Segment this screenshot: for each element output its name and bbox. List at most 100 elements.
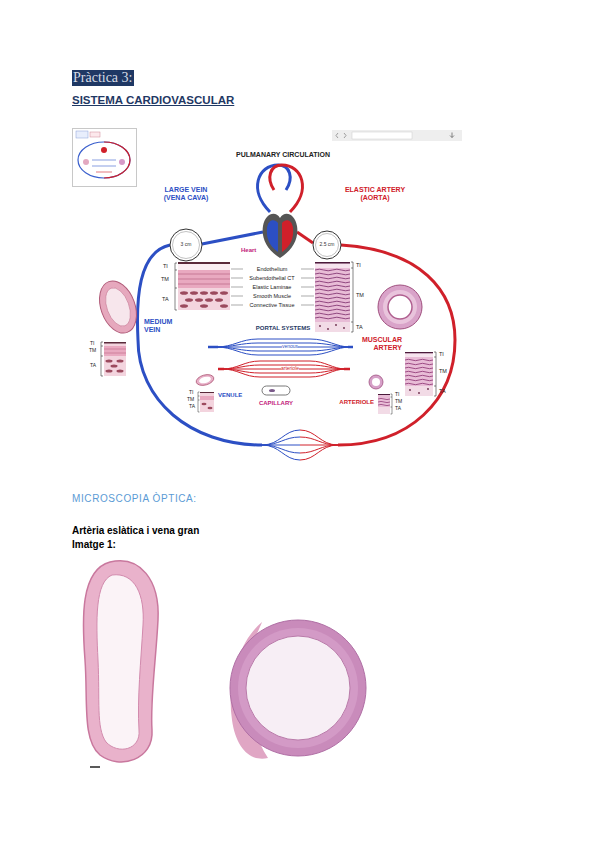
vessel-name: MUSCULAR ARTERY bbox=[358, 336, 402, 351]
diagram-heading: PULMANARY CIRCULATION bbox=[236, 151, 330, 159]
vessel-cross-section: MEDIUM VEIN bbox=[92, 276, 181, 338]
vein-wall-layers bbox=[200, 304, 208, 308]
layer-abbr: TI bbox=[439, 351, 444, 357]
venule-wall-layers bbox=[200, 392, 214, 393]
layer-abbr: TA bbox=[162, 296, 169, 302]
heart-outline bbox=[263, 214, 298, 258]
circulation-loop bbox=[297, 232, 313, 243]
histology-vein bbox=[83, 561, 158, 762]
artery-wall-layers bbox=[327, 328, 329, 330]
muscular-artery-wall-layers bbox=[405, 352, 436, 396]
vessel-cross-section: CAPILLARY bbox=[250, 384, 303, 412]
vessel-lumen bbox=[372, 378, 380, 386]
thumbnail bbox=[96, 172, 112, 173]
vessel-cross-section: ARTERIOLE bbox=[330, 372, 384, 410]
histology-artery bbox=[246, 636, 350, 740]
medium-vein-wall-layers bbox=[104, 342, 126, 344]
artery-wall-layers bbox=[315, 262, 350, 332]
artery-wall-layers bbox=[335, 324, 337, 326]
node-shape bbox=[92, 276, 180, 338]
muscular-artery-wall-layers bbox=[418, 392, 420, 394]
medium-vein-wall-layers bbox=[101, 342, 126, 376]
medium-vein-wall-layers bbox=[101, 342, 103, 376]
vein-wall-layers bbox=[195, 298, 203, 302]
vessel-name: ARTERIOLE bbox=[330, 399, 374, 406]
vein-wall-layers bbox=[190, 291, 198, 295]
histology-artery bbox=[230, 620, 366, 759]
vein-wall-layers bbox=[178, 262, 230, 264]
layer-abbr: TM bbox=[187, 397, 194, 403]
circulation-loop bbox=[338, 245, 455, 445]
venule-wall-layers bbox=[200, 392, 214, 412]
vessel-lumen bbox=[388, 295, 412, 319]
endothelial-nucleus bbox=[269, 389, 275, 392]
arteriole-wall-layers bbox=[378, 407, 390, 414]
thumbnail bbox=[101, 147, 107, 153]
layer-abbr: TI bbox=[189, 390, 193, 396]
vessel-wall bbox=[93, 276, 143, 338]
muscular-artery-wall-layers bbox=[405, 354, 433, 358]
medium-vein-wall-layers bbox=[117, 370, 124, 373]
layer-abbr: TI bbox=[90, 341, 94, 347]
vessel-wall bbox=[369, 375, 383, 389]
vein-wall-layers bbox=[220, 291, 228, 295]
portal-arterial-network bbox=[218, 361, 350, 377]
thumbnail bbox=[119, 159, 125, 165]
vessel-outline bbox=[313, 231, 341, 259]
vessel-media bbox=[383, 290, 417, 324]
vein-wall-layers bbox=[210, 291, 218, 295]
muscular-artery-wall-layers bbox=[405, 352, 433, 354]
arteriole-wall-layers bbox=[378, 398, 390, 405]
vessel-cross-section: LARGE VEIN (VENA CAVA)3 cm bbox=[155, 186, 218, 264]
layer-abbr: TM bbox=[356, 292, 364, 298]
thumbnail bbox=[73, 129, 137, 187]
layer-leader-lines bbox=[301, 269, 314, 305]
venule-wall-layers bbox=[200, 396, 214, 400]
vein-wall-layers bbox=[220, 304, 228, 308]
heart-left-side bbox=[282, 220, 293, 252]
venule-wall-layers bbox=[202, 403, 207, 405]
network-label: venous bbox=[282, 344, 298, 350]
layer-leader-lines bbox=[231, 269, 314, 305]
node-shape bbox=[250, 384, 302, 412]
vein-wall-layers bbox=[200, 291, 208, 295]
artery-wall-layers bbox=[315, 269, 350, 319]
artery-wall-layers bbox=[351, 262, 353, 332]
viewer-toolbar bbox=[336, 133, 346, 138]
thumbnail bbox=[73, 129, 137, 187]
layer-abbr: TA bbox=[439, 388, 446, 394]
layer-leader-lines bbox=[231, 269, 243, 305]
medium-vein-wall-layers bbox=[117, 360, 124, 363]
section-heading: PORTAL SYSTEMS bbox=[256, 325, 310, 332]
histology-vein bbox=[97, 575, 143, 749]
vessel-lumen bbox=[173, 232, 200, 259]
vessel-name: CAPILLARY bbox=[250, 400, 302, 407]
organ-name: Heart bbox=[241, 247, 263, 254]
muscular-artery-wall-layers bbox=[409, 389, 411, 391]
layer-abbr: TM bbox=[161, 276, 169, 282]
layer-name: Subendothelial CT bbox=[249, 275, 294, 281]
muscular-artery-wall-layers bbox=[405, 352, 433, 396]
layer-abbr: TM bbox=[89, 348, 96, 354]
vessel-wall bbox=[378, 285, 422, 329]
layer-name: Smooth Muscle bbox=[253, 293, 291, 299]
vein-wall-layers bbox=[178, 262, 230, 310]
layer-abbr: TI bbox=[356, 262, 361, 268]
vein-wall-layers bbox=[215, 298, 223, 302]
vein-wall-layers bbox=[178, 264, 230, 270]
layer-abbr: TM bbox=[395, 399, 402, 405]
subsection-heading: Artèria eslàtica i vena gran bbox=[72, 525, 199, 536]
thumbnail bbox=[76, 131, 88, 138]
diameter-label: 3 cm bbox=[172, 242, 200, 248]
vessel-wall bbox=[262, 386, 290, 395]
capillary-bed bbox=[300, 430, 338, 460]
arteriole-wall-layers bbox=[378, 394, 390, 395]
circulation-loop bbox=[202, 232, 263, 244]
artery-wall-layers bbox=[315, 322, 350, 332]
viewer-toolbar bbox=[332, 130, 462, 141]
vessel-cross-section: ELASTIC ARTERY (AORTA)2.5 cm bbox=[310, 186, 411, 264]
node-shape bbox=[310, 186, 410, 264]
thumbnail bbox=[90, 132, 100, 137]
histology-artery bbox=[230, 620, 366, 756]
